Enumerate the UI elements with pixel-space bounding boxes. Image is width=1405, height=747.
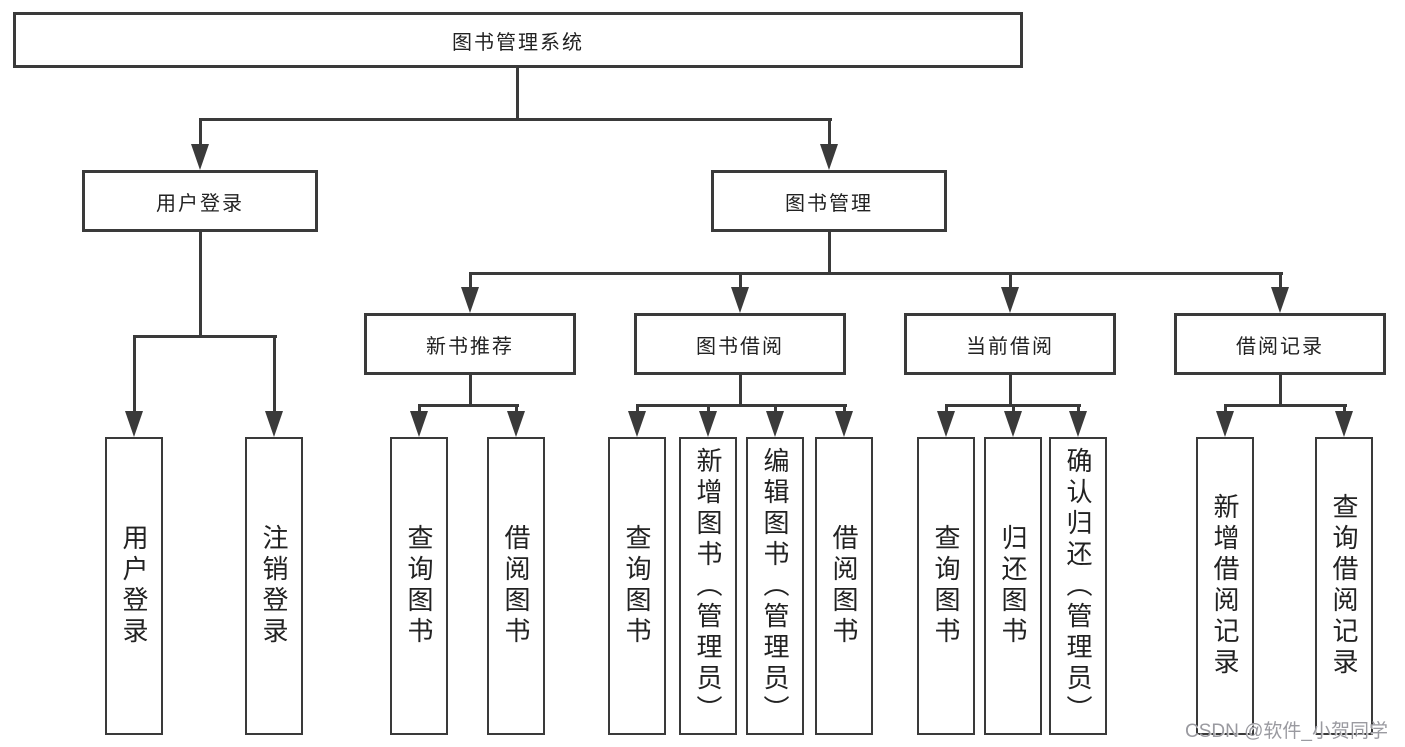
arrowhead-icon — [461, 287, 479, 313]
arrowhead-icon — [820, 144, 838, 170]
leaf-recommend-query-book: 查询图书 — [390, 437, 448, 735]
connector-current-stem — [1009, 375, 1012, 404]
connector-mgmt-stem — [828, 232, 831, 275]
node-borrow-record-label: 借阅记录 — [1236, 335, 1324, 358]
connector-drop-borrow-record — [1279, 275, 1282, 289]
arrowhead-icon — [1216, 411, 1234, 437]
node-current-borrow: 当前借阅 — [904, 313, 1116, 375]
leaf-current-query-book: 查询图书 — [917, 437, 975, 735]
connector-drop — [515, 407, 518, 413]
connector-drop — [945, 407, 948, 413]
node-borrow-record: 借阅记录 — [1174, 313, 1386, 375]
connector-rec-split — [418, 404, 519, 407]
leaf-record-add-record: 新增借阅记录 — [1196, 437, 1254, 735]
connector-drop-book-borrow — [739, 275, 742, 289]
leaf-user-login: 用户登录 — [105, 437, 163, 735]
watermark: CSDN @软件_小贺同学 — [1185, 721, 1388, 742]
connector-drop — [1077, 407, 1080, 413]
connector-login-split — [133, 335, 277, 338]
leaf-borrow-borrow-book: 借阅图书 — [815, 437, 873, 735]
connector-drop — [636, 407, 639, 413]
connector-drop-leaf-user-login — [133, 338, 136, 413]
arrowhead-icon — [731, 287, 749, 313]
arrowhead-icon — [699, 411, 717, 437]
arrowhead-icon — [628, 411, 646, 437]
arrowhead-icon — [410, 411, 428, 437]
node-book-management-label: 图书管理 — [785, 192, 873, 215]
leaf-current-return-book: 归还图书 — [984, 437, 1042, 735]
arrowhead-icon — [1069, 411, 1087, 437]
connector-drop — [843, 407, 846, 413]
leaf-current-query-book-label: 查询图书 — [931, 524, 961, 648]
leaf-current-return-book-label: 归还图书 — [998, 524, 1028, 648]
connector-current-split — [945, 404, 1081, 407]
node-user-login-label: 用户登录 — [156, 192, 244, 215]
arrowhead-icon — [125, 411, 143, 437]
leaf-borrow-edit-book-admin: 编辑图书（管理员） — [746, 437, 804, 735]
leaf-record-query-record-label: 查询借阅记录 — [1329, 493, 1359, 679]
node-root: 图书管理系统 — [13, 12, 1023, 68]
leaf-borrow-edit-book-admin-label: 编辑图书（管理员） — [760, 446, 790, 726]
node-book-borrow: 图书借阅 — [634, 313, 846, 375]
connector-record-split — [1224, 404, 1347, 407]
node-book-borrow-label: 图书借阅 — [696, 335, 784, 358]
connector-drop-user-login — [199, 121, 202, 146]
leaf-logout: 注销登录 — [245, 437, 303, 735]
leaf-recommend-query-book-label: 查询图书 — [404, 524, 434, 648]
connector-record-stem — [1279, 375, 1282, 404]
leaf-borrow-query-book: 查询图书 — [608, 437, 666, 735]
connector-borrow-stem — [739, 375, 742, 404]
arrowhead-icon — [1004, 411, 1022, 437]
arrowhead-icon — [1001, 287, 1019, 313]
arrowhead-icon — [265, 411, 283, 437]
leaf-record-query-record: 查询借阅记录 — [1315, 437, 1373, 735]
leaf-current-confirm-return-admin-label: 确认归还（管理员） — [1063, 446, 1093, 726]
arrowhead-icon — [766, 411, 784, 437]
leaf-borrow-add-book-admin-label: 新增图书（管理员） — [693, 446, 723, 726]
connector-borrow-split — [636, 404, 847, 407]
leaf-borrow-borrow-book-label: 借阅图书 — [829, 524, 859, 648]
connector-drop-recommend — [469, 275, 472, 289]
connector-drop — [418, 407, 421, 413]
connector-root-stem — [516, 68, 519, 118]
leaf-borrow-add-book-admin: 新增图书（管理员） — [679, 437, 737, 735]
connector-drop-current-borrow — [1009, 275, 1012, 289]
connector-drop — [1343, 407, 1346, 413]
connector-mgmt-split — [469, 272, 1283, 275]
leaf-record-add-record-label: 新增借阅记录 — [1210, 493, 1240, 679]
connector-drop — [1012, 407, 1015, 413]
leaf-borrow-query-book-label: 查询图书 — [622, 524, 652, 648]
node-current-borrow-label: 当前借阅 — [966, 335, 1054, 358]
arrowhead-icon — [1335, 411, 1353, 437]
arrowhead-icon — [1271, 287, 1289, 313]
connector-login-stem — [199, 232, 202, 337]
leaf-recommend-borrow-book: 借阅图书 — [487, 437, 545, 735]
leaf-current-confirm-return-admin: 确认归还（管理员） — [1049, 437, 1107, 735]
node-root-label: 图书管理系统 — [452, 31, 584, 54]
leaf-recommend-borrow-book-label: 借阅图书 — [501, 524, 531, 648]
node-new-book-recommend: 新书推荐 — [364, 313, 576, 375]
leaf-user-login-label: 用户登录 — [119, 524, 149, 648]
connector-root-split — [199, 118, 832, 121]
arrowhead-icon — [937, 411, 955, 437]
leaf-logout-label: 注销登录 — [259, 524, 289, 648]
connector-drop-book-management — [828, 121, 831, 146]
arrowhead-icon — [191, 144, 209, 170]
connector-drop — [774, 407, 777, 413]
connector-drop — [1224, 407, 1227, 413]
arrowhead-icon — [507, 411, 525, 437]
node-book-management: 图书管理 — [711, 170, 947, 232]
arrowhead-icon — [835, 411, 853, 437]
connector-drop — [707, 407, 710, 413]
node-new-book-recommend-label: 新书推荐 — [426, 335, 514, 358]
connector-drop-leaf-logout — [273, 338, 276, 413]
node-user-login: 用户登录 — [82, 170, 318, 232]
connector-rec-stem — [469, 375, 472, 404]
